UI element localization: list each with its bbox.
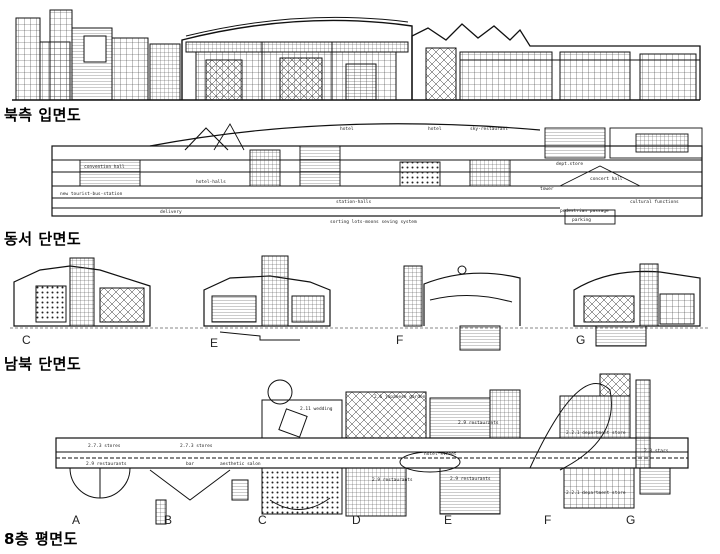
plan-letter-e: E <box>444 513 452 527</box>
floor-plan-heading: 8층 평면도 <box>4 530 78 548</box>
north-elevation-heading: 북측 입면도 <box>4 106 82 124</box>
plan-label-stores-b: 2.7.3 stores <box>180 443 213 449</box>
plan-label-restaurants-c: 2.9 restaurants <box>372 477 413 483</box>
north-south-section-heading: 남북 단면도 <box>4 355 82 373</box>
label-pedestrian: pedestrian passage <box>560 208 609 214</box>
plan-letter-b: B <box>164 513 172 527</box>
section-labels: hotel hotel sky-restaurant convention ha… <box>60 126 679 225</box>
label-sky-restaurant: sky-restaurant <box>470 126 508 132</box>
section-letter-f: F <box>396 333 403 347</box>
plan-letter-d: D <box>352 513 361 527</box>
label-delivery: delivery <box>160 209 182 215</box>
east-west-section <box>51 123 703 225</box>
plan-label-bar: bar <box>186 461 194 467</box>
north-south-sections <box>10 255 710 351</box>
section-letter-e: E <box>210 336 218 350</box>
plan-letters: A B C D E F G <box>72 513 635 527</box>
label-hotel-1: hotel <box>340 126 354 132</box>
plan-label-aesthetic: aesthetic salon <box>220 461 261 467</box>
label-parking: parking <box>572 217 591 223</box>
plan-label-restaurants-b: 2.9 restaurants <box>458 420 499 426</box>
north-elevation <box>12 9 701 101</box>
plan-letter-c: C <box>258 513 267 527</box>
label-hotel-2: hotel <box>428 126 442 132</box>
plan-label-dept-store-b: 2.2.1 department store <box>566 490 626 496</box>
plan-label-dept-store-a: 2.2.1 department store <box>566 430 626 436</box>
plan-label-japanese-garden: 2.6 japanese garden <box>374 394 426 400</box>
plan-label-restaurants-a: 2.9 restaurants <box>86 461 127 467</box>
section-letters: C E F G <box>22 333 585 350</box>
floor-plan <box>55 373 689 525</box>
section-letter-g: G <box>576 333 585 347</box>
plan-label-restaurants-d: 2.9 restaurants <box>450 476 491 482</box>
label-tower: tower <box>540 186 554 192</box>
section-letter-c: C <box>22 333 31 347</box>
plan-letter-g: G <box>626 513 635 527</box>
label-cultural: cultural functions <box>630 199 679 205</box>
label-dept-store: dept.store <box>556 161 583 167</box>
east-west-section-heading: 동서 단면도 <box>4 230 82 248</box>
label-sorting: sorting lots-moons seving system <box>330 219 417 225</box>
plan-label-stars: 2.3 stars <box>644 448 669 454</box>
label-concert-hall: concert hall <box>590 176 623 182</box>
plan-label-wedding: 2.11 wedding <box>300 406 333 412</box>
plan-letter-f: F <box>544 513 551 527</box>
label-hotel-halls: hotel-halls <box>196 179 226 185</box>
label-new-tourist-bus: new tourist-bus-station <box>60 191 123 197</box>
label-convention-hall: convention hall <box>84 164 125 170</box>
label-station-halls: station-halls <box>336 199 372 205</box>
plan-label-stores-a: 2.7.3 stores <box>88 443 121 449</box>
plan-labels: 2.7.3 stores 2.7.3 stores 2.9 restaurant… <box>86 394 669 496</box>
plan-label-hotel-street: hotel-street <box>424 451 457 457</box>
plan-letter-a: A <box>72 513 80 527</box>
